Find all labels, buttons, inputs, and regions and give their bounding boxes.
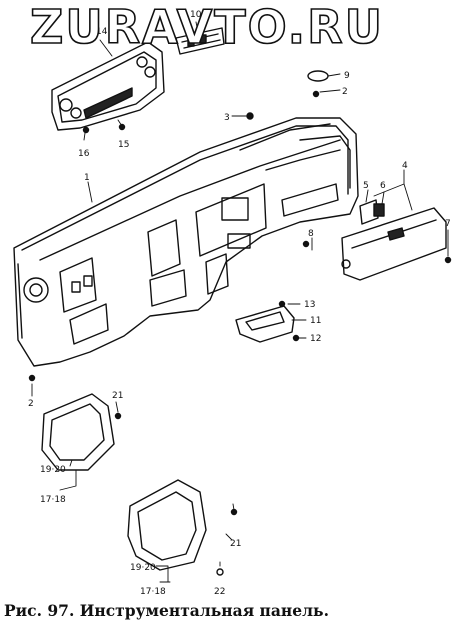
callout-11: 11 bbox=[310, 316, 321, 326]
callout-22: 22 bbox=[214, 587, 225, 597]
callout-2-top: 2 bbox=[342, 87, 348, 97]
callout-labels: 14 10 9 2 3 1 4 5 6 7 8 13 11 12 15 16 2… bbox=[28, 10, 451, 597]
dashboard-main-part bbox=[13, 117, 359, 367]
callout-17-18-upper: 17·18 bbox=[40, 495, 66, 505]
callout-5: 5 bbox=[363, 181, 369, 191]
callout-7: 7 bbox=[445, 219, 451, 229]
callout-12: 12 bbox=[310, 334, 321, 344]
callout-16: 16 bbox=[78, 149, 90, 159]
glovebox-part bbox=[341, 207, 447, 281]
site-watermark: ZURAVTO.RU bbox=[29, 0, 384, 54]
switch-panel-part bbox=[175, 27, 225, 55]
callout-13: 13 bbox=[304, 300, 315, 310]
side-cover-upper-part bbox=[41, 393, 115, 471]
callout-15: 15 bbox=[118, 140, 129, 150]
callout-21-lower: 21 bbox=[230, 539, 241, 549]
leader-lines bbox=[31, 21, 449, 583]
cluster-bezel-part bbox=[51, 41, 165, 131]
callout-1: 1 bbox=[84, 173, 90, 183]
callout-17-18-lower: 17·18 bbox=[140, 587, 166, 597]
callout-9: 9 bbox=[344, 71, 350, 81]
fasteners bbox=[28, 90, 452, 576]
callout-4: 4 bbox=[402, 161, 408, 171]
callout-21-upper: 21 bbox=[112, 391, 123, 401]
callout-2-bottom: 2 bbox=[28, 399, 34, 409]
callout-10: 10 bbox=[190, 10, 202, 20]
callout-19-20-upper: 19·20 bbox=[40, 465, 66, 475]
callout-8: 8 bbox=[308, 229, 314, 239]
callout-14: 14 bbox=[96, 27, 108, 37]
lamp-part bbox=[307, 70, 329, 82]
callout-3: 3 bbox=[224, 113, 230, 123]
figure-caption: Рис. 97. Инструментальная панель. bbox=[4, 601, 329, 620]
side-cover-lower-part bbox=[127, 479, 207, 571]
callout-6: 6 bbox=[380, 181, 386, 191]
ashtray-part bbox=[235, 305, 295, 343]
lock-part bbox=[359, 199, 385, 225]
callout-19-20-lower: 19·20 bbox=[130, 563, 156, 573]
